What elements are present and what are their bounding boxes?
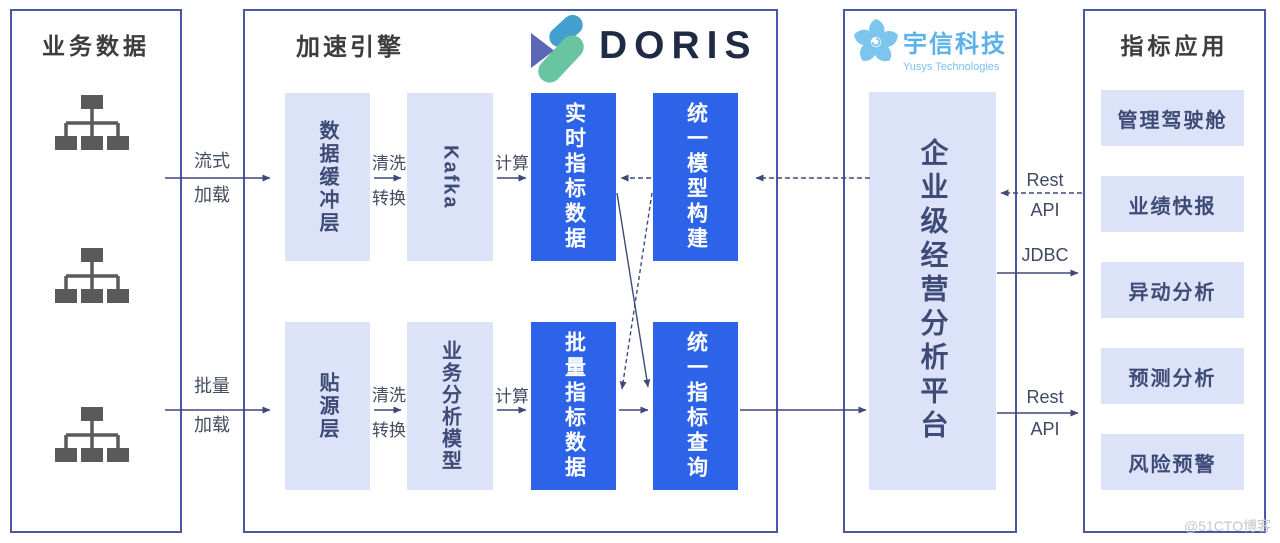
yusys-logo-text: 宇信科技 Yusys Technologies	[903, 24, 1007, 73]
org-tree-icon	[55, 95, 129, 150]
app-risk-warning: 风险预警	[1101, 434, 1244, 490]
panel-business-data-title: 业务数据	[42, 33, 150, 59]
org-tree-icon	[55, 248, 129, 303]
label-clean-transform-bottom-2: 转换	[372, 421, 406, 440]
panel-metric-apps-title: 指标应用	[1120, 33, 1229, 59]
label-rest-bottom: Rest	[1026, 387, 1064, 407]
box-unified-query: 统一指标查询	[653, 322, 738, 490]
label-clean-transform-top-1: 清洗	[372, 154, 406, 173]
box-realtime-metrics-label: 实时指标数据	[562, 102, 586, 252]
label-clean-transform-top-2: 转换	[372, 189, 406, 208]
app-label: 预测分析	[1128, 367, 1217, 390]
yusys-company-name-en: Yusys Technologies	[903, 61, 1000, 73]
label-api-bottom: API	[1030, 419, 1060, 439]
yusys-company-name: 宇信科技	[903, 31, 1007, 58]
label-clean-transform-bottom-1: 清洗	[372, 386, 406, 405]
panel-metric-apps: 指标应用 管理驾驶舱 业绩快报 异动分析 预测分析 风险预警	[1083, 9, 1266, 533]
box-realtime-metrics: 实时指标数据	[531, 93, 616, 261]
box-ods-layer-label: 贴源层	[316, 371, 338, 441]
app-variance-analysis: 异动分析	[1101, 262, 1244, 318]
label-batch-load-1: 批量	[194, 376, 230, 396]
box-biz-analysis-model-label: 业务分析模型	[438, 340, 461, 472]
box-unified-model-label: 统一模型构建	[684, 102, 708, 252]
label-stream-load-1: 流式	[194, 151, 230, 171]
label-jdbc: JDBC	[1021, 245, 1069, 265]
box-enterprise-analysis-platform: 企业级经营分析平台	[869, 92, 996, 490]
label-rest-top: Rest	[1026, 170, 1064, 190]
app-label: 风险预警	[1128, 453, 1217, 476]
box-data-buffer-layer: 数据缓冲层	[285, 93, 370, 261]
box-kafka-label: Kafka	[439, 144, 462, 210]
app-management-cockpit: 管理驾驶舱	[1101, 90, 1244, 146]
panel-platform: 宇信科技 Yusys Technologies 企业级经营分析平台	[843, 9, 1017, 533]
label-stream-load-2: 加载	[194, 185, 230, 205]
doris-logo-icon	[531, 14, 584, 83]
app-label: 业绩快报	[1128, 195, 1217, 218]
label-api-top: API	[1030, 200, 1060, 220]
label-compute-bottom: 计算	[495, 387, 529, 406]
box-ods-layer: 贴源层	[285, 322, 370, 490]
box-kafka: Kafka	[407, 93, 493, 261]
label-batch-load-2: 加载	[194, 415, 230, 435]
panel-acceleration-engine: 加速引擎 数据缓冲层 Kafka 实时指标数据 统一模型构建 贴源层 业务分析模…	[243, 9, 778, 533]
app-label: 管理驾驶舱	[1117, 109, 1228, 132]
watermark: @51CTO博客	[1184, 518, 1272, 534]
box-biz-analysis-model: 业务分析模型	[407, 322, 493, 490]
box-enterprise-analysis-platform-label: 企业级经营分析平台	[917, 138, 949, 444]
box-unified-model: 统一模型构建	[653, 93, 738, 261]
panel-business-data: 业务数据	[10, 9, 182, 533]
box-data-buffer-layer-label: 数据缓冲层	[316, 119, 338, 235]
box-batch-metrics-label: 批量指标数据	[562, 331, 586, 481]
yusys-logo-icon	[854, 19, 898, 62]
doris-wordmark: DORIS	[599, 24, 758, 67]
app-label: 异动分析	[1128, 281, 1217, 304]
app-performance-report: 业绩快报	[1101, 176, 1244, 232]
panel-engine-title: 加速引擎	[296, 34, 404, 61]
box-unified-query-label: 统一指标查询	[684, 331, 708, 481]
label-compute-top: 计算	[495, 154, 529, 173]
org-tree-icon	[55, 407, 129, 462]
box-batch-metrics: 批量指标数据	[531, 322, 616, 490]
app-forecast-analysis: 预测分析	[1101, 348, 1244, 404]
